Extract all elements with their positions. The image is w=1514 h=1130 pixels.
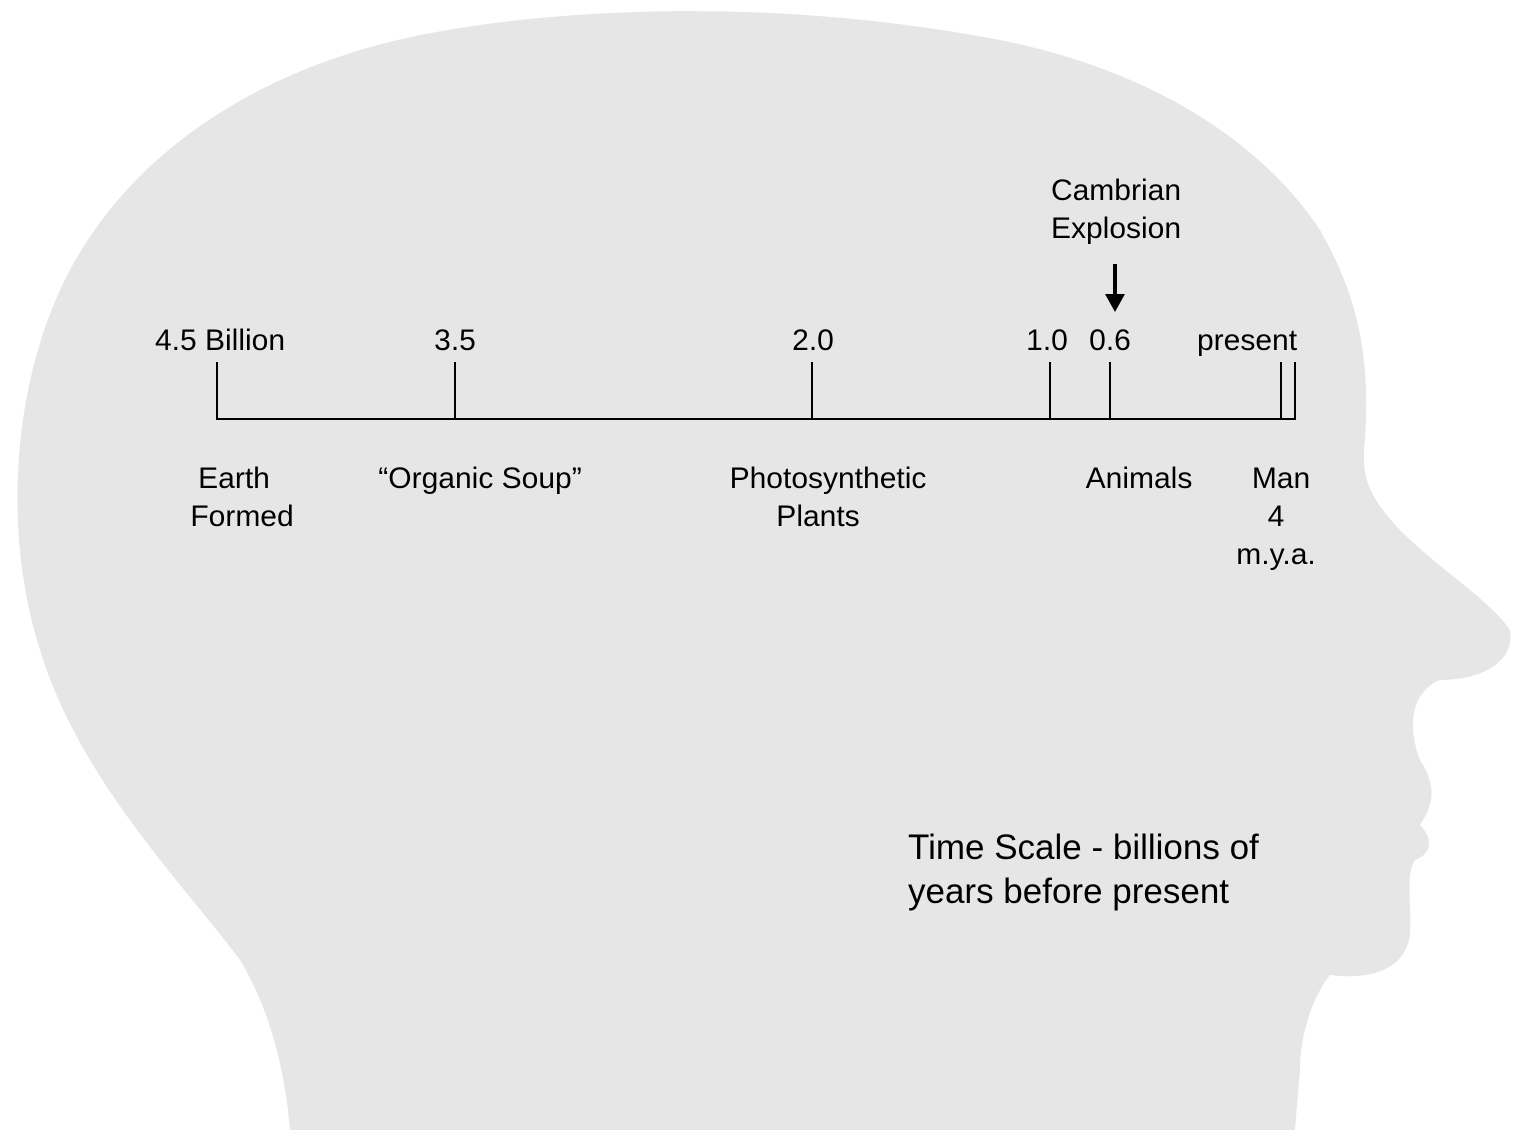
- tick-label-3-5: 3.5: [434, 324, 476, 357]
- tick-0-6: [1109, 362, 1111, 420]
- caption-line2: years before present: [908, 872, 1230, 911]
- event-photosynthetic-plants: Photosynthetic Plants: [730, 460, 927, 536]
- time-scale-caption: Time Scale - billions of years before pr…: [908, 826, 1259, 914]
- timeline-axis: [216, 418, 1296, 420]
- event-earth-formed-line2: Formed: [190, 500, 294, 533]
- tick-2-0: [811, 362, 813, 420]
- event-earth-formed: Earth Formed: [190, 460, 293, 536]
- event-man-line1: Man: [1251, 462, 1311, 495]
- cambrian-label-line2: Explosion: [1050, 212, 1182, 245]
- event-photosynthetic-plants-line1: Photosynthetic: [729, 462, 927, 495]
- tick-3-5: [454, 362, 456, 420]
- tick-present: [1294, 362, 1296, 420]
- tick-label-0-6: 0.6: [1089, 324, 1131, 357]
- tick-label-2-0: 2.0: [792, 324, 834, 357]
- tick-label-present: present: [1196, 324, 1298, 357]
- caption-line1: Time Scale - billions of: [908, 828, 1259, 867]
- tick-label-4-5: 4.5 Billion: [154, 324, 286, 357]
- event-animals-line1: Animals: [1085, 462, 1193, 495]
- event-photosynthetic-plants-line2: Plants: [776, 500, 860, 533]
- event-earth-formed-line1: Earth: [198, 462, 270, 495]
- event-man: Man 4 m.y.a.: [1236, 460, 1315, 574]
- event-animals: Animals: [1086, 460, 1193, 498]
- tick-man: [1280, 362, 1282, 420]
- tick-4-5: [216, 362, 218, 420]
- event-organic-soup: “Organic Soup”: [378, 460, 581, 498]
- tick-1-0: [1049, 362, 1051, 420]
- down-arrow-icon: [1105, 264, 1125, 312]
- cambrian-explosion-label: Cambrian Explosion: [1051, 172, 1181, 248]
- event-organic-soup-line1: “Organic Soup”: [378, 462, 582, 495]
- tick-label-1-0: 1.0: [1026, 324, 1068, 357]
- event-man-line3: m.y.a.: [1236, 538, 1316, 571]
- head-silhouette-shape: [17, 11, 1511, 1130]
- event-man-line2: 4: [1267, 500, 1285, 533]
- cambrian-label-line1: Cambrian: [1050, 174, 1182, 207]
